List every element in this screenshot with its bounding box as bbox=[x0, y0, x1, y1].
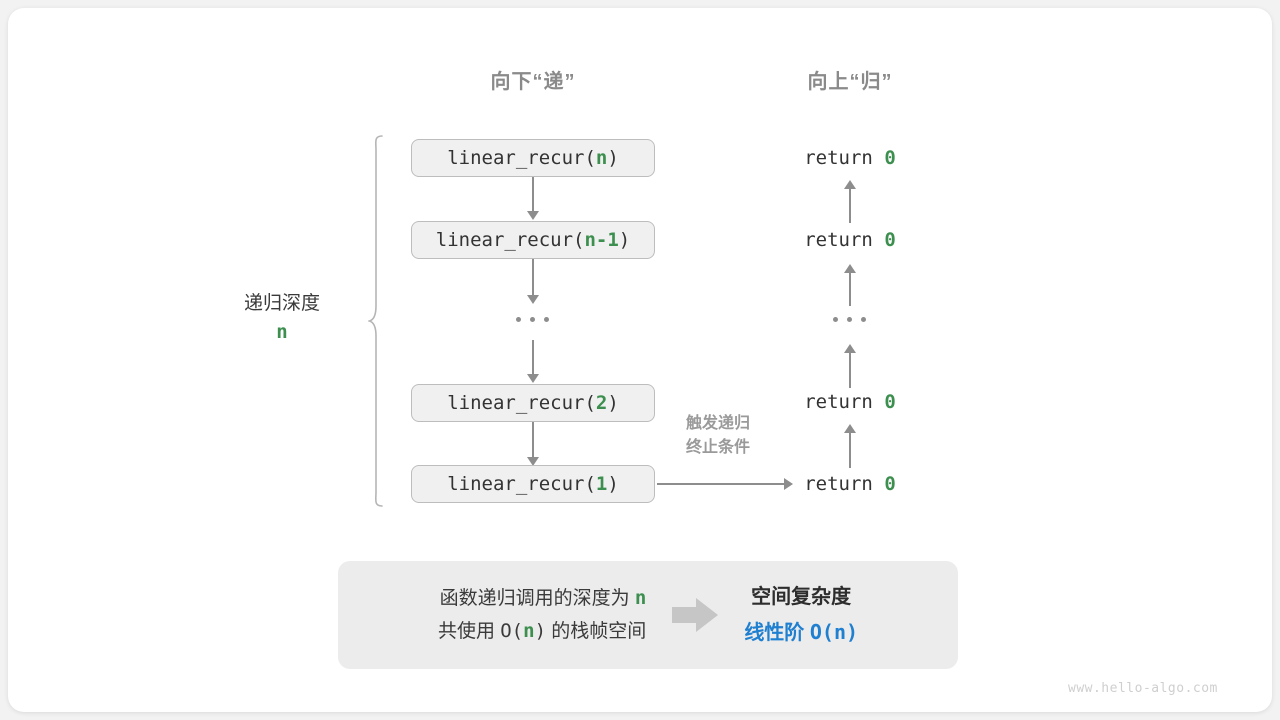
call-arrow-0-head bbox=[527, 211, 539, 220]
call-arrow-1-head bbox=[527, 295, 539, 304]
return-label-1-value: 0 bbox=[884, 229, 896, 251]
return-ellipsis-dot-1 bbox=[833, 317, 838, 322]
summary-left-text: 函数递归调用的深度为 n 共使用 O(n) 的栈帧空间 bbox=[438, 582, 646, 649]
return-label-3: return 0 bbox=[780, 473, 920, 495]
call-box-0-arg: n bbox=[595, 147, 608, 169]
base-case-note-line2: 终止条件 bbox=[685, 439, 750, 456]
call-arrow-0-line bbox=[532, 177, 534, 212]
call-ellipsis-dot-2 bbox=[530, 317, 535, 322]
return-label-0-keyword: return bbox=[804, 147, 873, 169]
summary-left-line2: 共使用 O(n) 的栈帧空间 bbox=[438, 615, 646, 648]
call-arrow-1-line bbox=[532, 259, 534, 296]
recursion-depth-symbol: n bbox=[276, 321, 288, 344]
recursion-depth-label: 递归深度 n bbox=[204, 289, 360, 348]
summary-left-line2-text-b: 的栈帧空间 bbox=[546, 621, 647, 642]
return-arrow-0-head bbox=[844, 180, 856, 189]
return-label-2: return 0 bbox=[780, 391, 920, 413]
summary-left-line2-symbol: n bbox=[523, 620, 535, 642]
return-ellipsis-dot-2 bbox=[847, 317, 852, 322]
call-box-2-prefix: linear_recur( bbox=[447, 392, 596, 414]
call-ellipsis-dot-1 bbox=[516, 317, 521, 322]
summary-left-line1: 函数递归调用的深度为 n bbox=[438, 582, 647, 615]
return-arrow-2-head bbox=[844, 344, 856, 353]
call-box-3-suffix: ) bbox=[607, 473, 619, 495]
call-arrow-2-head bbox=[527, 374, 539, 383]
call-arrow-3-line bbox=[532, 422, 534, 458]
diagram-canvas: 向下“递” 向上“归” 递归深度 n linear_recur(n) linea… bbox=[8, 8, 1272, 712]
return-arrow-2-line bbox=[849, 352, 851, 388]
return-label-1: return 0 bbox=[780, 229, 920, 251]
call-box-2: linear_recur(2) bbox=[411, 384, 655, 422]
summary-panel: 函数递归调用的深度为 n 共使用 O(n) 的栈帧空间 空间复杂度 线性阶 O(… bbox=[338, 561, 958, 669]
return-ellipsis bbox=[833, 317, 866, 322]
return-ellipsis-dot-3 bbox=[861, 317, 866, 322]
call-box-3: linear_recur(1) bbox=[411, 465, 655, 503]
header-return-up: 向上“归” bbox=[807, 71, 893, 93]
call-box-1-prefix: linear_recur( bbox=[435, 229, 585, 251]
call-box-0-suffix: ) bbox=[607, 147, 619, 169]
call-box-1: linear_recur(n-1) bbox=[411, 221, 655, 259]
base-case-arrow-line bbox=[657, 483, 785, 485]
call-ellipsis bbox=[516, 317, 549, 322]
call-box-1-suffix: ) bbox=[618, 229, 631, 251]
return-label-2-keyword: return bbox=[804, 391, 873, 413]
return-label-0-value: 0 bbox=[884, 147, 896, 169]
summary-complexity-value: 线性阶 O(n) bbox=[744, 615, 858, 651]
return-label-3-keyword: return bbox=[804, 473, 873, 495]
implies-arrow-icon bbox=[672, 598, 719, 632]
return-arrow-3-line bbox=[849, 432, 851, 468]
summary-left-line2-open: O( bbox=[500, 620, 524, 642]
summary-right-text: 空间复杂度 线性阶 O(n) bbox=[744, 580, 858, 651]
summary-complexity-title: 空间复杂度 bbox=[751, 585, 852, 608]
return-label-2-value: 0 bbox=[884, 391, 896, 413]
implies-arrow-shaft bbox=[672, 607, 699, 623]
header-recurse-down: 向下“递” bbox=[490, 71, 576, 93]
call-box-3-arg: 1 bbox=[595, 473, 608, 495]
call-box-2-arg: 2 bbox=[595, 392, 608, 414]
summary-left-line2-text-a: 共使用 bbox=[437, 621, 501, 642]
return-label-1-keyword: return bbox=[804, 229, 873, 251]
return-arrow-1-line bbox=[849, 272, 851, 306]
base-case-arrow-head bbox=[784, 478, 793, 490]
call-box-1-arg: n-1 bbox=[584, 229, 619, 251]
return-label-3-value: 0 bbox=[884, 473, 896, 495]
return-arrow-1-head bbox=[844, 264, 856, 273]
return-arrow-0-line bbox=[849, 188, 851, 223]
base-case-note-line1: 触发递归 bbox=[685, 415, 750, 432]
return-label-0: return 0 bbox=[780, 147, 920, 169]
call-box-0: linear_recur(n) bbox=[411, 139, 655, 177]
implies-arrow-tip bbox=[696, 598, 719, 632]
call-box-2-suffix: ) bbox=[607, 392, 619, 414]
depth-brace-icon bbox=[368, 135, 383, 507]
call-box-0-prefix: linear_recur( bbox=[447, 147, 596, 169]
summary-left-line2-close: ) bbox=[534, 620, 547, 642]
recursion-depth-text: 递归深度 bbox=[243, 293, 320, 314]
call-arrow-3-head bbox=[527, 457, 539, 466]
site-watermark: www.hello-algo.com bbox=[1068, 681, 1218, 696]
summary-left-line1-symbol: n bbox=[634, 586, 647, 609]
summary-complexity-value-mono: O(n) bbox=[809, 619, 859, 644]
base-case-note: 触发递归 终止条件 bbox=[656, 412, 780, 460]
summary-complexity-value-zh: 线性阶 bbox=[744, 621, 810, 644]
return-arrow-3-head bbox=[844, 424, 856, 433]
summary-left-line1-text: 函数递归调用的深度为 bbox=[439, 587, 635, 609]
call-ellipsis-dot-3 bbox=[544, 317, 549, 322]
call-box-3-prefix: linear_recur( bbox=[447, 473, 596, 495]
call-arrow-2-line bbox=[532, 340, 534, 376]
